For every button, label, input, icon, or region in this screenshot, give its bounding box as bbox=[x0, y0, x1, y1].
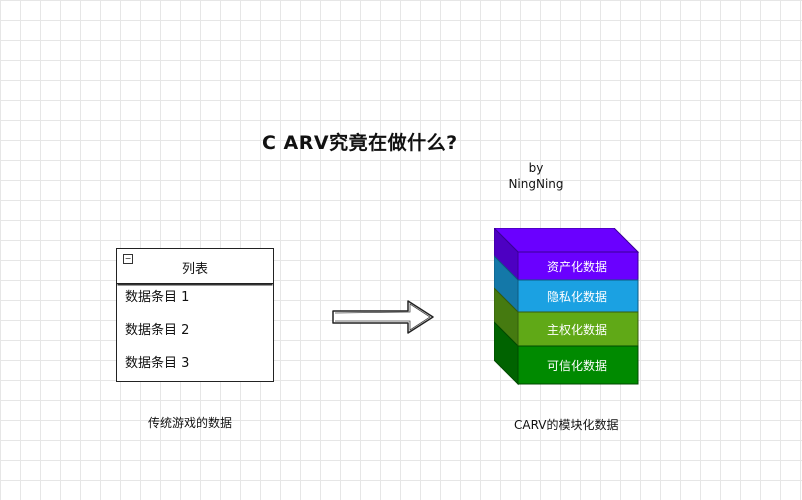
byline-author: NingNing bbox=[508, 177, 564, 191]
list-item: 数据条目 1 bbox=[125, 290, 190, 305]
layer-private bbox=[517, 279, 639, 313]
layer-label-assetized: 资产化数据 bbox=[546, 260, 607, 274]
byline-prefix: by bbox=[528, 161, 544, 175]
list-item: 数据条目 2 bbox=[125, 323, 190, 338]
list-header: − 列表 bbox=[117, 249, 273, 284]
layer-label-private: 隐私化数据 bbox=[546, 290, 607, 304]
list-caption: 传统游戏的数据 bbox=[148, 416, 233, 430]
layer-assetized bbox=[517, 251, 639, 281]
stack-caption: CARV的模块化数据 bbox=[514, 418, 619, 432]
list-item: 数据条目 3 bbox=[125, 356, 190, 371]
list-title: 列表 bbox=[181, 262, 208, 277]
layer-sovereign bbox=[517, 311, 639, 347]
right-arrow-icon bbox=[332, 300, 434, 334]
modular-data-stack bbox=[494, 228, 640, 386]
collapse-icon[interactable]: − bbox=[123, 254, 133, 264]
traditional-data-list: − 列表 数据条目 1 数据条目 2 数据条目 3 bbox=[116, 248, 274, 382]
layer-label-trusted: 可信化数据 bbox=[546, 359, 607, 373]
layer-label-sovereign: 主权化数据 bbox=[546, 323, 607, 337]
stack-top-face bbox=[494, 228, 640, 253]
author-byline: by NingNing bbox=[508, 160, 564, 192]
layer-trusted bbox=[517, 345, 639, 385]
diagram-title: C ARV究竟在做什么? bbox=[262, 132, 458, 154]
